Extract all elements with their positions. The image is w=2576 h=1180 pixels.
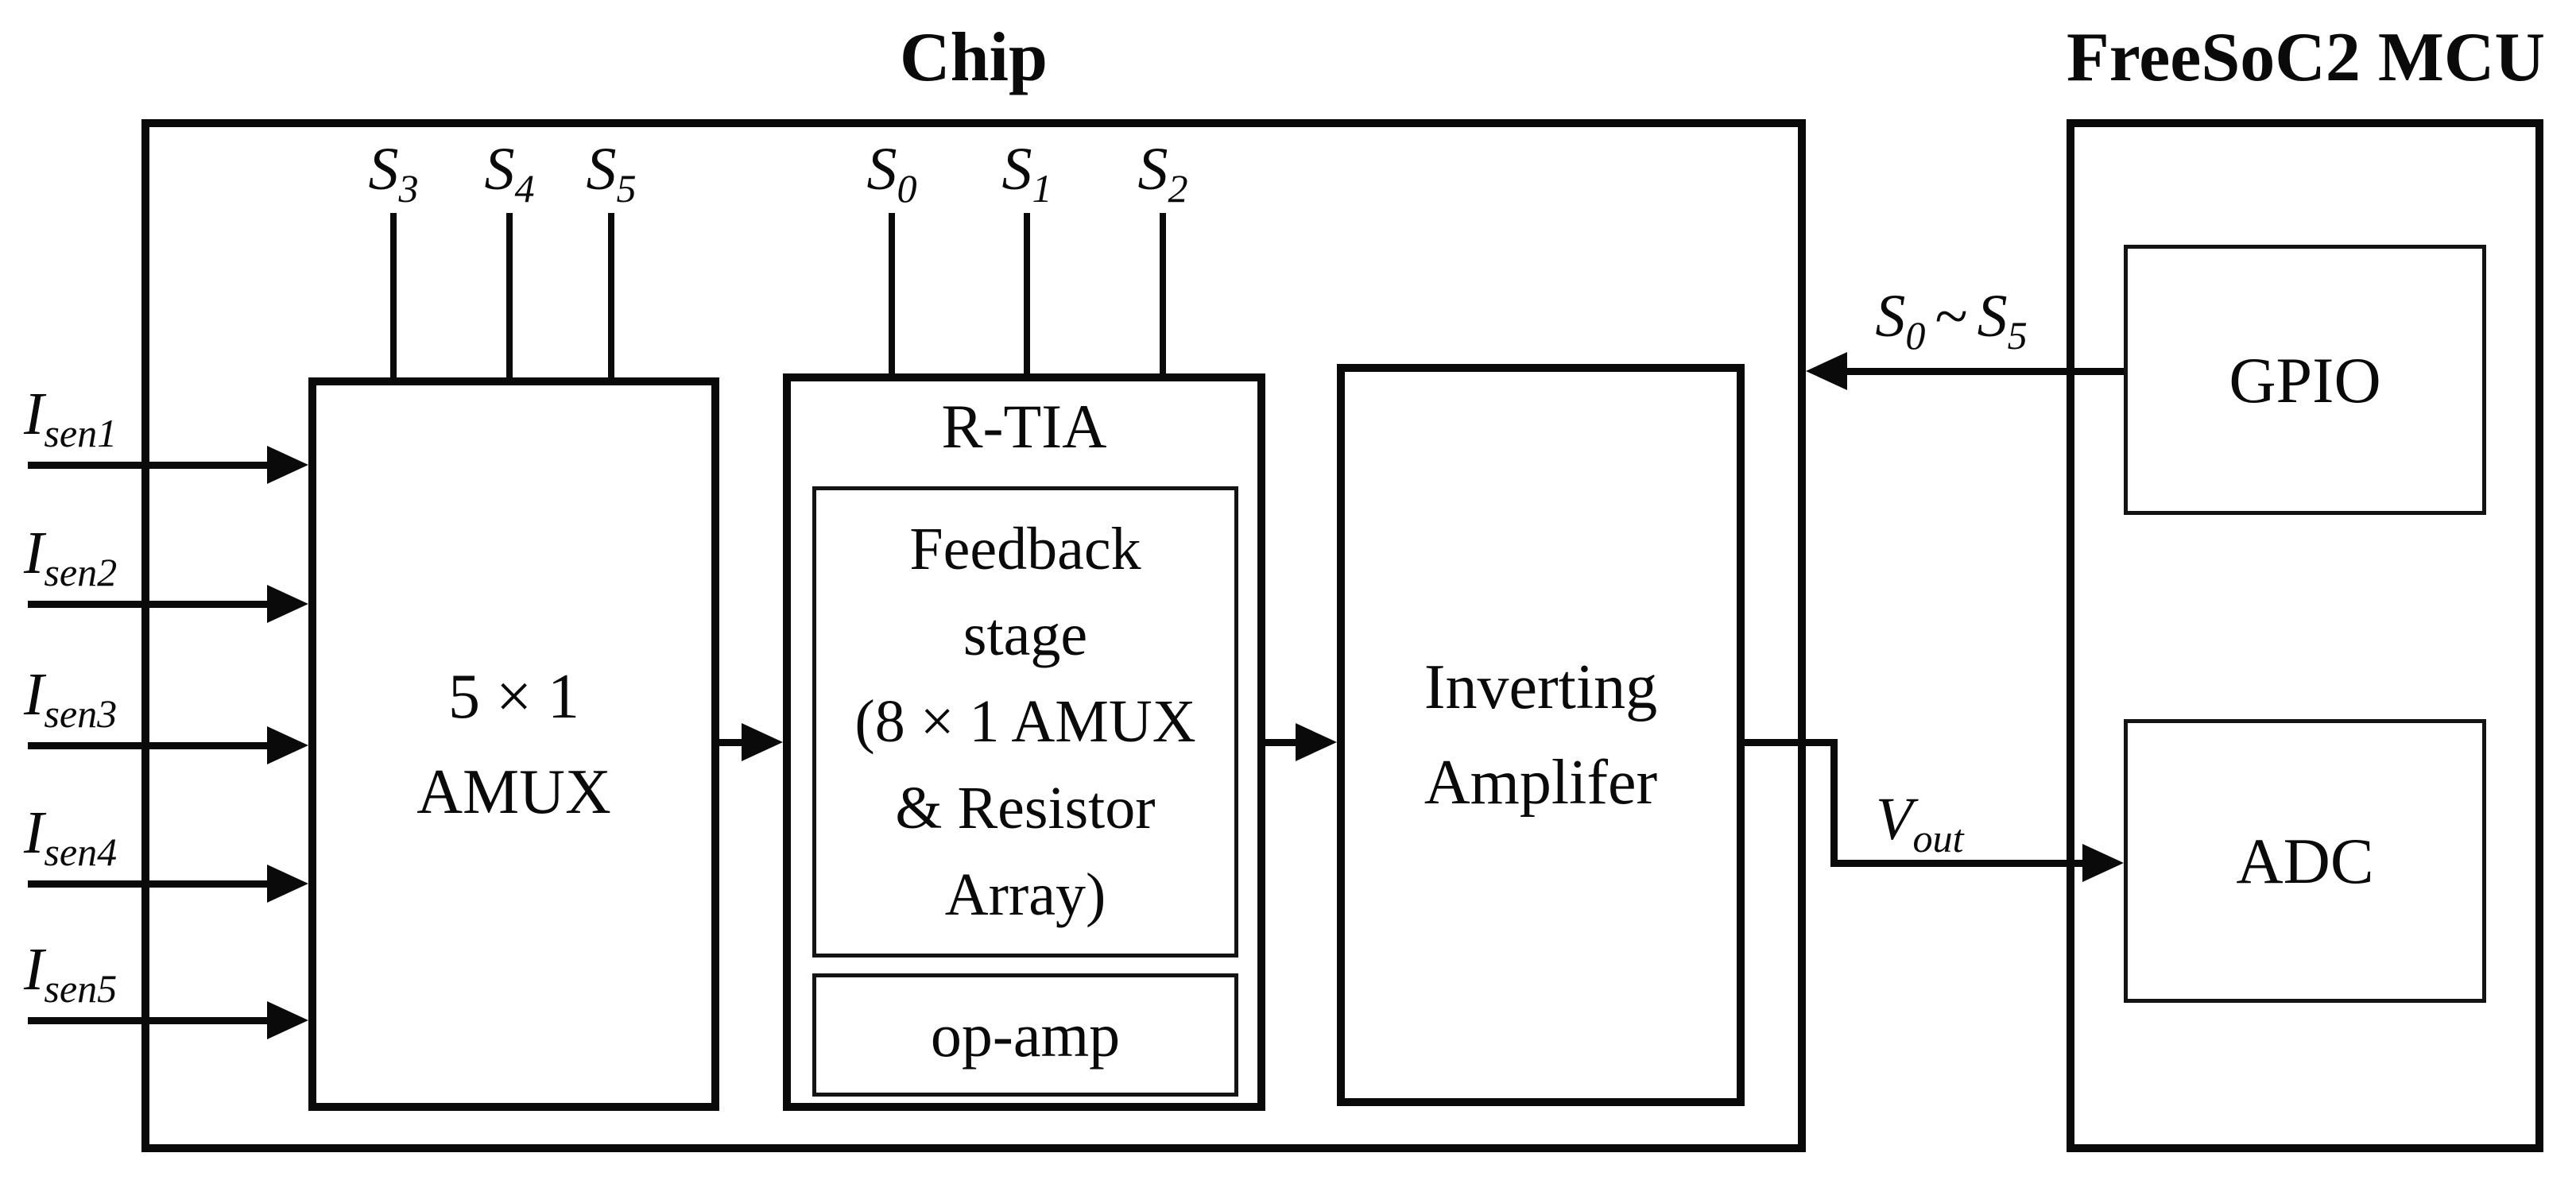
- input-label-sub: sen1: [44, 411, 118, 456]
- arrowhead-isen5: [267, 1001, 308, 1039]
- vout-label-base: V: [1876, 786, 1913, 853]
- pin-label-base: S: [586, 136, 617, 203]
- chip-title: Chip: [900, 19, 1048, 96]
- feedback-line: Feedback: [909, 515, 1141, 582]
- pin-line-s4: [506, 213, 513, 377]
- pin-label-s0: S0: [832, 135, 951, 208]
- opamp-block: op-amp: [812, 973, 1238, 1097]
- arrowhead-switch-bus-to-chip: [1806, 352, 1847, 390]
- pin-label-base: S: [866, 136, 897, 203]
- feedback-stage-block: Feedback stage (8 × 1 AMUX & Resistor Ar…: [812, 486, 1238, 958]
- arrowhead-vout-to-adc: [2082, 844, 2124, 882]
- input-label-isen4: Isen4: [24, 799, 117, 872]
- input-label-sub: sen5: [44, 966, 118, 1012]
- arrowhead-isen1: [267, 446, 308, 484]
- arrowhead-isen4: [267, 865, 308, 903]
- vout-label: Vout: [1876, 785, 1964, 858]
- wire-vout-horizontal-lower: [1830, 860, 2085, 867]
- pin-label-sub: 5: [616, 166, 637, 211]
- input-label-base: I: [24, 381, 45, 447]
- pin-label-s1: S1: [967, 135, 1087, 208]
- amplifier-label-line1: Inverting: [1424, 652, 1658, 722]
- input-label-isen2: Isen2: [24, 519, 117, 592]
- input-label-isen5: Isen5: [24, 935, 117, 1008]
- pin-label-base: S: [1001, 136, 1032, 203]
- arrowhead-amux-to-rtia: [742, 723, 783, 761]
- switch-bus-label-from: S: [1875, 283, 1906, 350]
- wire-amux-to-rtia: [719, 739, 755, 746]
- feedback-line: Array): [944, 861, 1106, 928]
- input-label-base: I: [24, 661, 45, 728]
- input-label-base: I: [24, 799, 45, 866]
- wire-isen3: [28, 742, 270, 749]
- gpio-block: GPIO: [2124, 245, 2486, 515]
- feedback-line: stage: [963, 602, 1088, 669]
- wire-vout-vertical: [1830, 739, 1838, 866]
- feedback-line: (8 × 1 AMUX: [854, 688, 1196, 756]
- pin-line-s5: [608, 213, 614, 377]
- pin-label-sub: 3: [398, 166, 419, 211]
- pin-label-base: S: [484, 136, 515, 203]
- input-label-isen3: Isen3: [24, 660, 117, 733]
- input-label-sub: sen2: [44, 550, 118, 595]
- pin-label-sub: 1: [1032, 166, 1052, 211]
- gpio-label: GPIO: [2229, 343, 2381, 416]
- wire-isen1: [28, 462, 270, 469]
- wire-isen4: [28, 880, 270, 888]
- pin-label-base: S: [1137, 136, 1168, 203]
- pin-label-base: S: [368, 136, 399, 203]
- pin-label-s3: S3: [334, 135, 453, 208]
- adc-label: ADC: [2236, 825, 2374, 897]
- wire-isen5: [28, 1017, 270, 1024]
- pin-label-s4: S4: [450, 135, 569, 208]
- input-label-base: I: [24, 520, 45, 586]
- input-label-isen1: Isen1: [24, 380, 117, 453]
- vout-label-sub: out: [1912, 816, 1964, 861]
- pin-label-s2: S2: [1103, 135, 1222, 208]
- wire-switch-bus: [1842, 368, 2124, 375]
- inverting-amplifier-block: Inverting Amplifer: [1337, 364, 1745, 1106]
- rtia-label: R-TIA: [941, 392, 1107, 461]
- pin-line-s3: [390, 213, 397, 377]
- switch-bus-label-to-sub: 5: [2007, 313, 2028, 358]
- mcu-title: FreeSoC2 MCU: [2067, 19, 2545, 96]
- input-label-base: I: [24, 936, 45, 1003]
- pin-line-s0: [889, 213, 895, 373]
- pin-label-sub: 0: [897, 166, 917, 211]
- pin-label-sub: 4: [514, 166, 535, 211]
- pin-label-s5: S5: [552, 135, 671, 208]
- pin-label-sub: 2: [1168, 166, 1188, 211]
- switch-bus-label-to: S: [1977, 283, 2008, 350]
- wire-isen2: [28, 601, 270, 608]
- pin-line-s1: [1024, 213, 1030, 373]
- amux-label-line2: AMUX: [416, 756, 611, 827]
- input-label-sub: sen4: [44, 830, 118, 875]
- switch-bus-label-from-sub: 0: [1905, 313, 1926, 358]
- amplifier-label-line2: Amplifer: [1424, 748, 1658, 818]
- arrowhead-isen3: [267, 726, 308, 764]
- feedback-line: & Resistor: [895, 774, 1156, 841]
- wire-vout-horizontal-upper: [1745, 739, 1838, 746]
- wire-rtia-to-amplifier: [1265, 739, 1301, 746]
- amux-block: 5 × 1 AMUX: [308, 377, 719, 1111]
- amux-label-line1: 5 × 1: [447, 661, 580, 732]
- arrowhead-isen2: [267, 585, 308, 623]
- switch-bus-label: S0~S5: [1852, 282, 2051, 355]
- opamp-label: op-amp: [930, 1000, 1121, 1070]
- pin-line-s2: [1160, 213, 1166, 373]
- adc-block: ADC: [2124, 719, 2486, 1003]
- switch-bus-label-separator: ~: [1935, 283, 1968, 350]
- arrowhead-rtia-to-amplifier: [1296, 723, 1337, 761]
- input-label-sub: sen3: [44, 691, 118, 737]
